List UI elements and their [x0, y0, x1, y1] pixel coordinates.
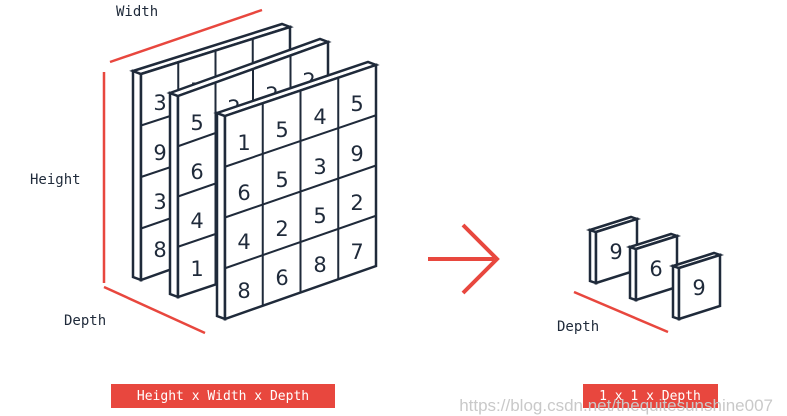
- layer-front-cell: 4: [237, 230, 250, 254]
- layer-front-cell: 5: [313, 204, 326, 228]
- depth-guide-line: [103, 285, 206, 335]
- pooled-cube: 6: [625, 232, 682, 302]
- layer-back-cell: 3: [153, 190, 166, 214]
- layer-middle-cell: 5: [190, 111, 203, 135]
- layer-front-cell: 5: [275, 118, 288, 142]
- width-label: Width: [116, 4, 158, 20]
- caption-input-shape-text: Height x Width x Depth: [137, 389, 309, 404]
- layer-front-cell: 5: [350, 92, 363, 116]
- layer-front-cell: 5: [275, 168, 288, 192]
- depth-guide-line-right: [573, 290, 669, 334]
- layer-back-cell: 9: [153, 141, 166, 165]
- pooled-value: 9: [692, 276, 705, 300]
- caption-input-shape: Height x Width x Depth: [111, 384, 335, 408]
- layer-front-cell: 1: [237, 131, 250, 155]
- depth-label-right: Depth: [557, 319, 599, 335]
- pooled-value: 9: [609, 240, 622, 264]
- caption-output-shape: 1 x 1 x Depth: [583, 384, 718, 408]
- layer-front-cell: 3: [313, 155, 326, 179]
- layer-front-cell: 8: [237, 279, 250, 303]
- layer-back-cell: 8: [153, 238, 166, 262]
- depth-label-left: Depth: [64, 313, 106, 329]
- layer-middle-cell: 6: [190, 160, 203, 184]
- layer-front-cell: 6: [275, 266, 288, 290]
- caption-output-shape-text: 1 x 1 x Depth: [599, 389, 701, 404]
- pooled-cube: 9: [585, 215, 642, 285]
- feature-map-layer-front: 1 5 4 5 6 5 3 9 4 2 5 2 8 6 8 7: [213, 60, 380, 321]
- pooled-value: 6: [649, 257, 662, 281]
- width-guide-line: [109, 8, 263, 64]
- pooled-cube: 9: [668, 251, 725, 321]
- arrow-right-icon: [428, 223, 500, 295]
- watermark-text: https://blog.csdn.net/thequitesunshine00…: [459, 396, 773, 415]
- layer-front-cell: 7: [350, 240, 363, 264]
- layer-front-cell: 9: [350, 142, 363, 166]
- layer-front-cell: 6: [237, 181, 250, 205]
- layer-front-cell: 4: [313, 105, 326, 129]
- height-label: Height: [30, 172, 81, 188]
- layer-front-cell: 2: [350, 191, 363, 215]
- layer-middle-cell: 4: [190, 209, 203, 233]
- layer-middle-cell: 1: [190, 257, 203, 281]
- layer-front-cell: 2: [275, 217, 288, 241]
- layer-front-cell: 8: [313, 253, 326, 277]
- layer-back-cell: 3: [153, 91, 166, 115]
